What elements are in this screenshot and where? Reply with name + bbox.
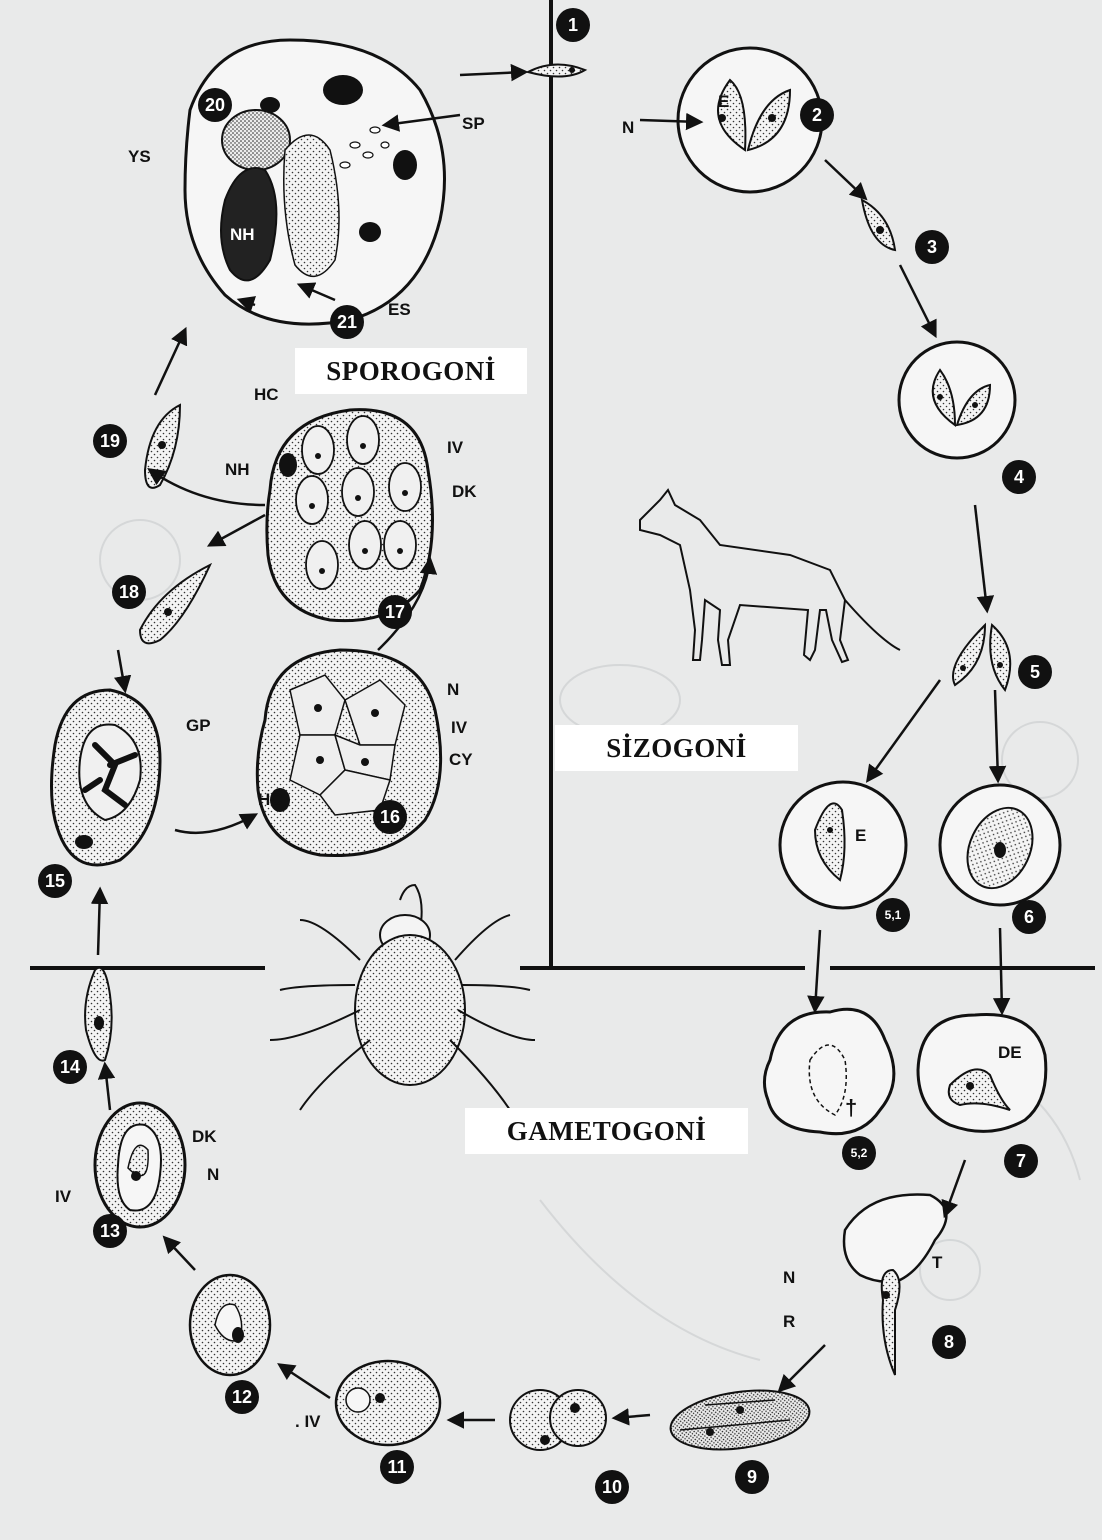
stage-6-cell: [940, 785, 1060, 905]
stage-8-gametocyte: [844, 1194, 946, 1375]
stage-number-7: 7: [1004, 1144, 1038, 1178]
stage-number-20: 20: [198, 88, 232, 122]
stage-3-merozoite: [862, 200, 895, 250]
stage-13-cyst: [95, 1103, 185, 1227]
section-label-sporogony: SPOROGONİ: [295, 348, 527, 394]
stage-17-sporocyst-cell: [267, 410, 433, 621]
stage-10-zygote: [510, 1390, 606, 1450]
label-YS: YS: [128, 147, 151, 167]
label-N-8: N: [783, 1268, 795, 1288]
stage-number-8: 8: [932, 1325, 966, 1359]
label-DE: DE: [998, 1043, 1022, 1063]
label-HC-16: HC: [258, 790, 283, 810]
stage-number-5-1: 5,1: [876, 898, 910, 932]
stage-1-sporozoite: [528, 64, 585, 76]
label-SP: SP: [462, 114, 485, 134]
stage-number-11: 11: [380, 1450, 414, 1484]
stage-5-2-destroyed-cell: [764, 1009, 893, 1133]
stage-number-14: 14: [53, 1050, 87, 1084]
section-label-schizogony: SİZOGONİ: [555, 725, 798, 771]
stage-number-1: 1: [556, 8, 590, 42]
label-E: E: [718, 92, 729, 112]
stage-number-16: 16: [373, 800, 407, 834]
tick-vector-illustration: [270, 885, 535, 1110]
label-DK-13: DK: [192, 1127, 217, 1147]
stage-number-15: 15: [38, 864, 72, 898]
stage-number-17: 17: [378, 595, 412, 629]
stage-15-cell: [52, 690, 161, 865]
stage-4-cell: [899, 342, 1015, 458]
stage-number-5: 5: [1018, 655, 1052, 689]
section-label-gametogony: GAMETOGONİ: [465, 1108, 748, 1154]
label-IV-13: IV: [55, 1187, 71, 1207]
stage-9-gametes: [667, 1383, 813, 1458]
label-IV-17: IV: [447, 438, 463, 458]
label-IV-16: IV: [451, 718, 467, 738]
stage-18-sporozoite: [140, 565, 210, 643]
label-E-5-1: E: [855, 826, 866, 846]
stage-number-18: 18: [112, 575, 146, 609]
stage-5-1-cell: [780, 782, 906, 908]
label-NH: NH: [230, 225, 255, 245]
stage-20-21-salivary-cell: [185, 40, 445, 324]
label-N: N: [622, 118, 634, 138]
stage-11-ookinete: [336, 1361, 440, 1445]
label-NH-17: NH: [225, 460, 250, 480]
stage-7-cell: [918, 1015, 1046, 1132]
label-CY-16: CY: [449, 750, 473, 770]
stage-19-sporozoite: [145, 405, 180, 488]
stage-5-merozoites: [953, 625, 1010, 690]
label-DK-17: DK: [452, 482, 477, 502]
stage-number-13: 13: [93, 1214, 127, 1248]
stage-number-19: 19: [93, 424, 127, 458]
stage-number-10: 10: [595, 1470, 629, 1504]
stage-number-12: 12: [225, 1380, 259, 1414]
stage-16-sporoblast-cell: [257, 650, 440, 856]
stage-number-4: 4: [1002, 460, 1036, 494]
label-N-16: N: [447, 680, 459, 700]
stage-number-3: 3: [915, 230, 949, 264]
label-GP: GP: [186, 716, 211, 736]
stage-number-2: 2: [800, 98, 834, 132]
stage-number-21: 21: [330, 305, 364, 339]
dog-host-illustration: [640, 490, 900, 665]
label-dagger: †: [845, 1095, 857, 1121]
label-IV-11: . IV: [295, 1412, 321, 1432]
label-ES: ES: [388, 300, 411, 320]
label-T: T: [932, 1253, 942, 1273]
stage-14-ookinete: [85, 968, 112, 1061]
label-R: R: [783, 1312, 795, 1332]
label-HC-17: HC: [254, 385, 279, 405]
label-N-13: N: [207, 1165, 219, 1185]
stage-number-9: 9: [735, 1460, 769, 1494]
stage-number-6: 6: [1012, 900, 1046, 934]
stage-number-5-2: 5,2: [842, 1136, 876, 1170]
stage-12-ookinete: [190, 1275, 270, 1375]
